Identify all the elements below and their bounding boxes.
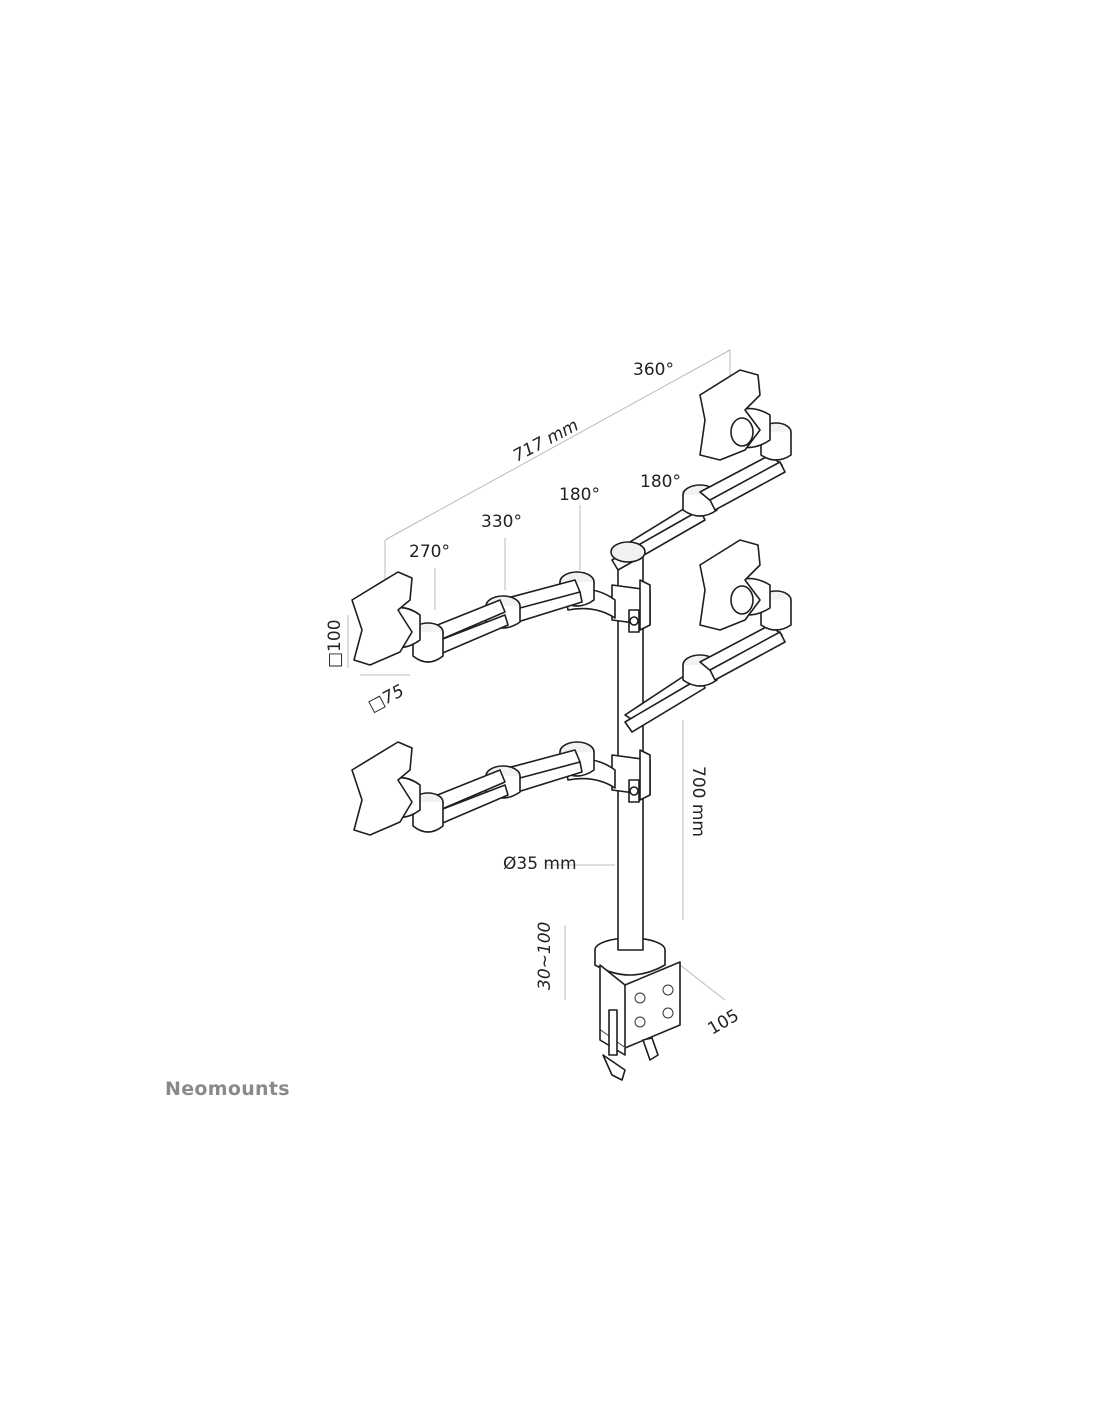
arm-upper-right bbox=[610, 369, 792, 571]
label-height-700: 700 mm bbox=[688, 766, 708, 837]
desk-clamp bbox=[594, 937, 681, 1081]
label-rotation-330: 330° bbox=[481, 512, 522, 532]
arm-lower-right bbox=[624, 539, 792, 733]
arm-upper-left bbox=[351, 571, 616, 666]
label-rotation-360: 360° bbox=[633, 360, 674, 380]
label-width-717: 717 mm bbox=[510, 415, 582, 466]
label-clamp-depth: 105 bbox=[705, 1006, 743, 1040]
label-vesa-100: □100 bbox=[325, 619, 345, 668]
pole-clamp-upper bbox=[611, 579, 651, 633]
label-vesa-75: □75 bbox=[365, 681, 408, 716]
dimension-guides bbox=[347, 349, 731, 1001]
brand-logo: Neomounts bbox=[165, 1078, 290, 1100]
label-pole-diameter: Ø35 mm bbox=[503, 854, 577, 874]
label-desk-thickness: 30~100 bbox=[535, 922, 555, 990]
label-rotation-180-right: 180° bbox=[640, 472, 681, 492]
pole-clamp-lower bbox=[611, 749, 651, 803]
label-rotation-270: 270° bbox=[409, 542, 450, 562]
label-rotation-180-mid: 180° bbox=[559, 485, 600, 505]
arm-lower-left bbox=[351, 741, 616, 836]
